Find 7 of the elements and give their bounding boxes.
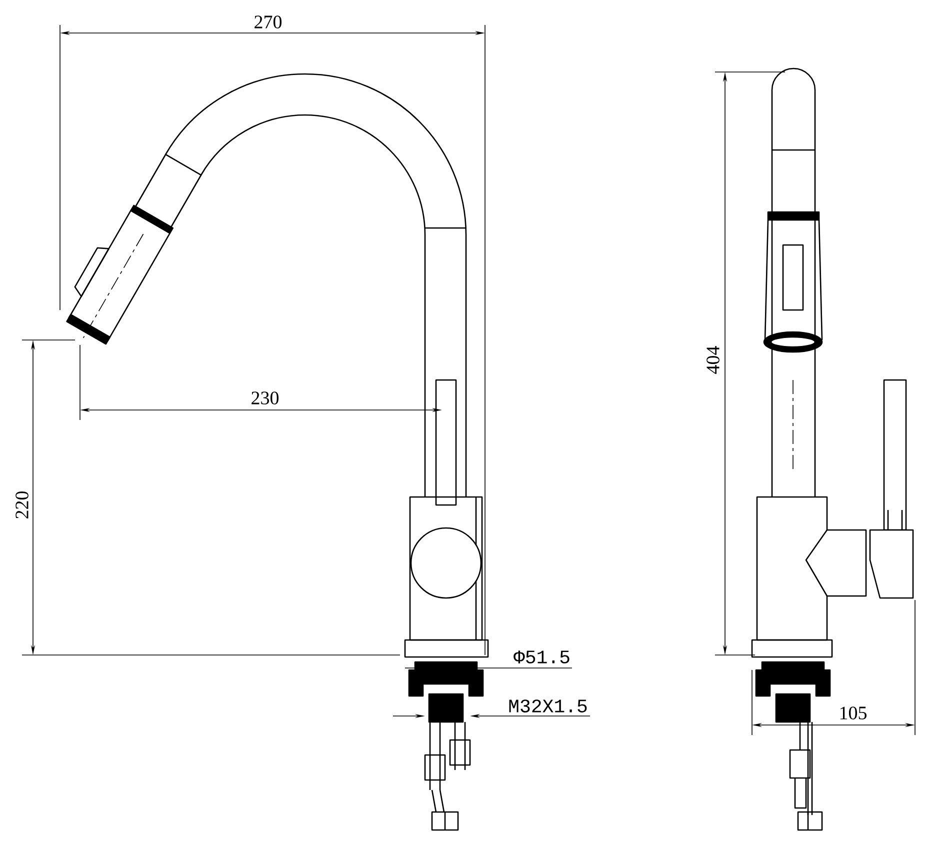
- dimension-label: 270: [254, 16, 282, 28]
- dimension-label: 230: [252, 392, 279, 404]
- dimension-label: 404: [706, 346, 720, 374]
- dimension-label: M32X1.5: [509, 700, 587, 712]
- dimension-label: 105: [840, 706, 867, 720]
- dimension-label: Φ51.5: [514, 650, 570, 664]
- dimension-label: 220: [16, 492, 28, 518]
